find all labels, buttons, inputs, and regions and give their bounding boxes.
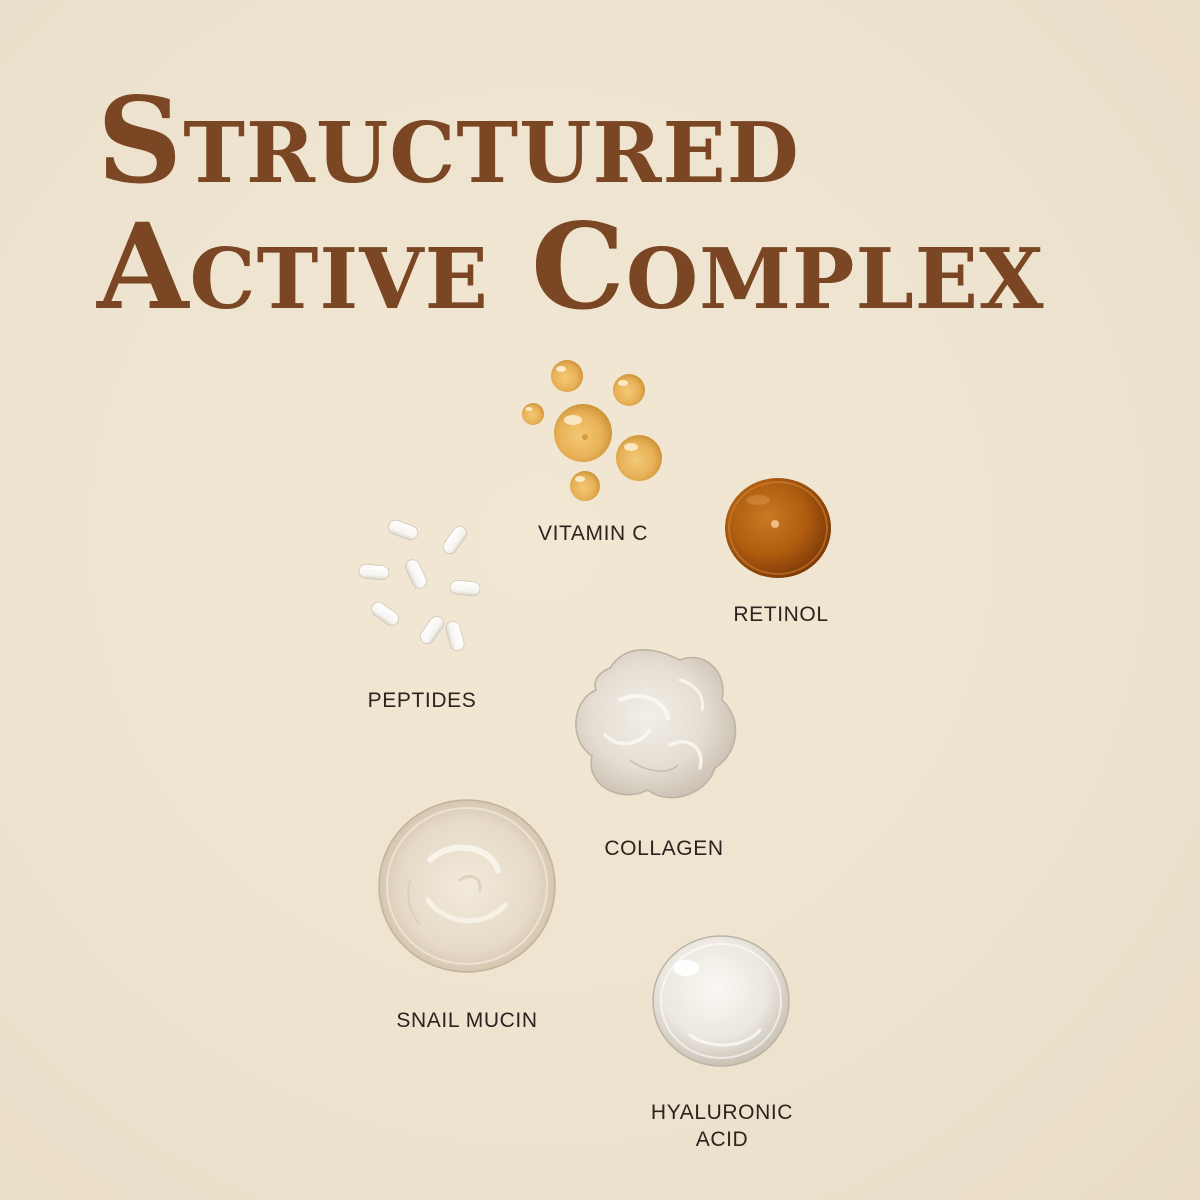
- snail-mucin-label: SNAIL MUCIN: [396, 1009, 538, 1032]
- peptide-capsule: [449, 579, 481, 597]
- vitamin-c-droplet: [551, 360, 583, 392]
- peptide-capsules-icon: [358, 519, 481, 652]
- vitamin-c-droplet: [522, 403, 544, 425]
- hyaluronic-acid-label: HYALURONIC ACID: [651, 1099, 793, 1153]
- page-title: Structured Active Complex: [97, 78, 1044, 330]
- vitamin-c-droplet: [554, 404, 612, 462]
- vitamin-c-droplet: [570, 471, 600, 501]
- hyaluronic-acid-label-line-1: HYALURONIC: [650, 1101, 794, 1124]
- peptide-capsule: [420, 616, 444, 644]
- peptide-capsule: [443, 526, 467, 554]
- peptides-label: PEPTIDES: [367, 689, 477, 712]
- hyaluronic-acid-label-line-2: ACID: [695, 1128, 749, 1151]
- retinol-label: RETINOL: [733, 603, 829, 626]
- vitamin-c-droplet: [613, 374, 645, 406]
- snail-mucin-swatch-icon: [378, 799, 556, 973]
- peptide-capsule: [405, 559, 427, 589]
- vitamin-c-droplet: [616, 435, 662, 481]
- vitamin-c-droplets-icon: [522, 360, 662, 501]
- title-line-1: Structured: [97, 71, 800, 210]
- collagen-gel-icon: [575, 649, 737, 799]
- peptide-capsule: [371, 602, 399, 626]
- retinol-oil-drop-icon: [725, 478, 831, 578]
- hyaluronic-acid-drop-icon: [652, 935, 790, 1067]
- peptide-capsule: [388, 519, 418, 541]
- peptide-capsule: [358, 563, 390, 581]
- peptide-capsule: [445, 620, 465, 652]
- title-line-2: Active Complex: [97, 197, 1045, 336]
- collagen-label: COLLAGEN: [604, 837, 724, 860]
- vitamin-c-label: VITAMIN C: [537, 522, 649, 545]
